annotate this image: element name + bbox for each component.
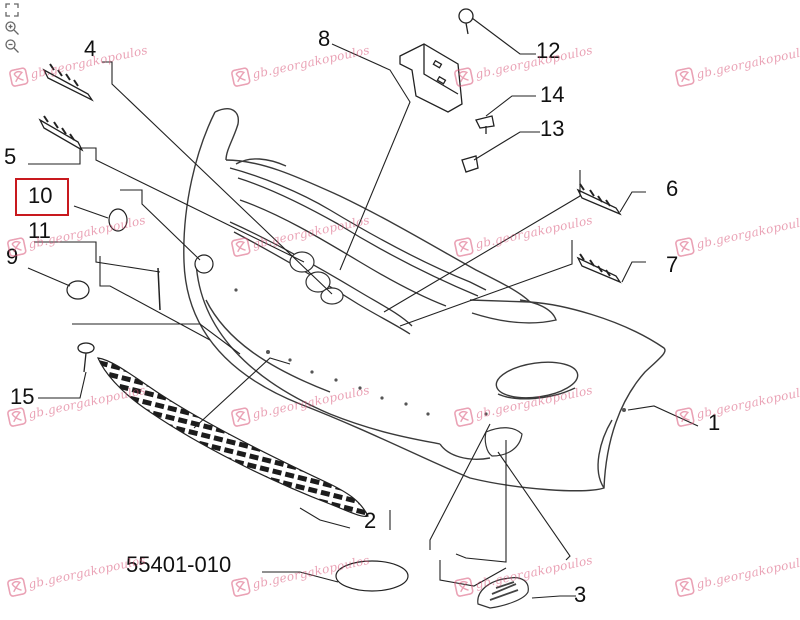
lower-grille — [97, 357, 369, 517]
brand-logo-icon — [7, 237, 27, 257]
brand-logo-icon — [231, 237, 251, 257]
brand-logo-icon — [454, 237, 474, 257]
brand-logo-icon — [675, 67, 695, 87]
watermark: gb.georgakopoulos — [453, 381, 594, 428]
upper-reinforcement — [229, 167, 487, 335]
callout-label[interactable]: 11 — [28, 218, 51, 243]
emblem — [289, 251, 344, 305]
callout-label[interactable]: 5 — [4, 144, 17, 169]
watermark: gb.georgakopoulos — [6, 211, 147, 258]
side-insert — [484, 427, 523, 457]
callout-label[interactable]: 15 — [10, 384, 35, 409]
brand-logo-icon — [454, 67, 474, 87]
fit-screen-icon[interactable] — [4, 2, 20, 18]
watermark: gb.georgakopoulos — [674, 211, 800, 258]
watermark: gb.georgakopoulos — [453, 551, 594, 598]
zoom-out-icon[interactable] — [4, 38, 20, 54]
brand-logo-icon — [231, 407, 251, 427]
fog-lamp-cover — [477, 577, 529, 609]
trim-strips — [38, 63, 622, 284]
watermark: gb.georgakopoulos — [8, 41, 149, 88]
callout-label[interactable]: 8 — [318, 26, 331, 51]
callout-label[interactable]: 55401-010 — [126, 552, 232, 577]
watermark: gb.georgakopoulos — [230, 381, 371, 428]
callout-label[interactable]: 13 — [540, 116, 565, 141]
watermark: gb.georgakopoulos — [674, 551, 800, 598]
watermark: gb.georgakopoulos — [230, 551, 371, 598]
brand-logo-icon — [675, 237, 695, 257]
mounting-holes — [234, 288, 626, 416]
brand-logo-icon — [231, 577, 251, 597]
brand-logo-icon — [7, 407, 27, 427]
watermark: gb.georgakopoulos — [453, 211, 594, 258]
callout-label[interactable]: 4 — [84, 36, 97, 61]
callout-label[interactable]: 1 — [708, 410, 721, 435]
watermark: gb.georgakopoulos — [6, 551, 147, 598]
brand-logo-icon — [675, 577, 695, 597]
watermark: gb.georgakopoulos — [674, 41, 800, 88]
mounting-bracket — [399, 43, 463, 113]
highlighted-callout-box — [15, 178, 69, 216]
leader-lines — [27, 17, 699, 599]
callout-label[interactable]: 2 — [364, 508, 377, 533]
callout-label[interactable]: 3 — [574, 582, 587, 607]
callout-label[interactable]: 10 — [28, 183, 53, 208]
brand-logo-icon — [9, 67, 29, 87]
callout-label[interactable]: 7 — [666, 252, 679, 277]
callout-label[interactable]: 6 — [666, 176, 679, 201]
viewer-toolbar — [4, 2, 22, 56]
watermark: gb.georgakopoulos — [453, 41, 594, 88]
brand-logo-icon — [7, 577, 27, 597]
callout-label[interactable]: 12 — [536, 38, 561, 63]
brand-logo-icon — [454, 407, 474, 427]
brand-logo-icon — [675, 407, 695, 427]
fasteners — [77, 8, 495, 373]
watermark: gb.georgakopoulos — [230, 211, 371, 258]
callout-label[interactable]: 14 — [540, 82, 565, 107]
watermark: gb.georgakopoulos — [6, 381, 147, 428]
caps-and-seal — [66, 208, 409, 592]
watermark: gb.georgakopoulos — [674, 381, 800, 428]
watermark: gb.georgakopoulos — [230, 41, 371, 88]
zoom-in-icon[interactable] — [4, 20, 20, 36]
bumper-cover — [183, 108, 666, 492]
brand-logo-icon — [231, 67, 251, 87]
brand-logo-icon — [454, 577, 474, 597]
